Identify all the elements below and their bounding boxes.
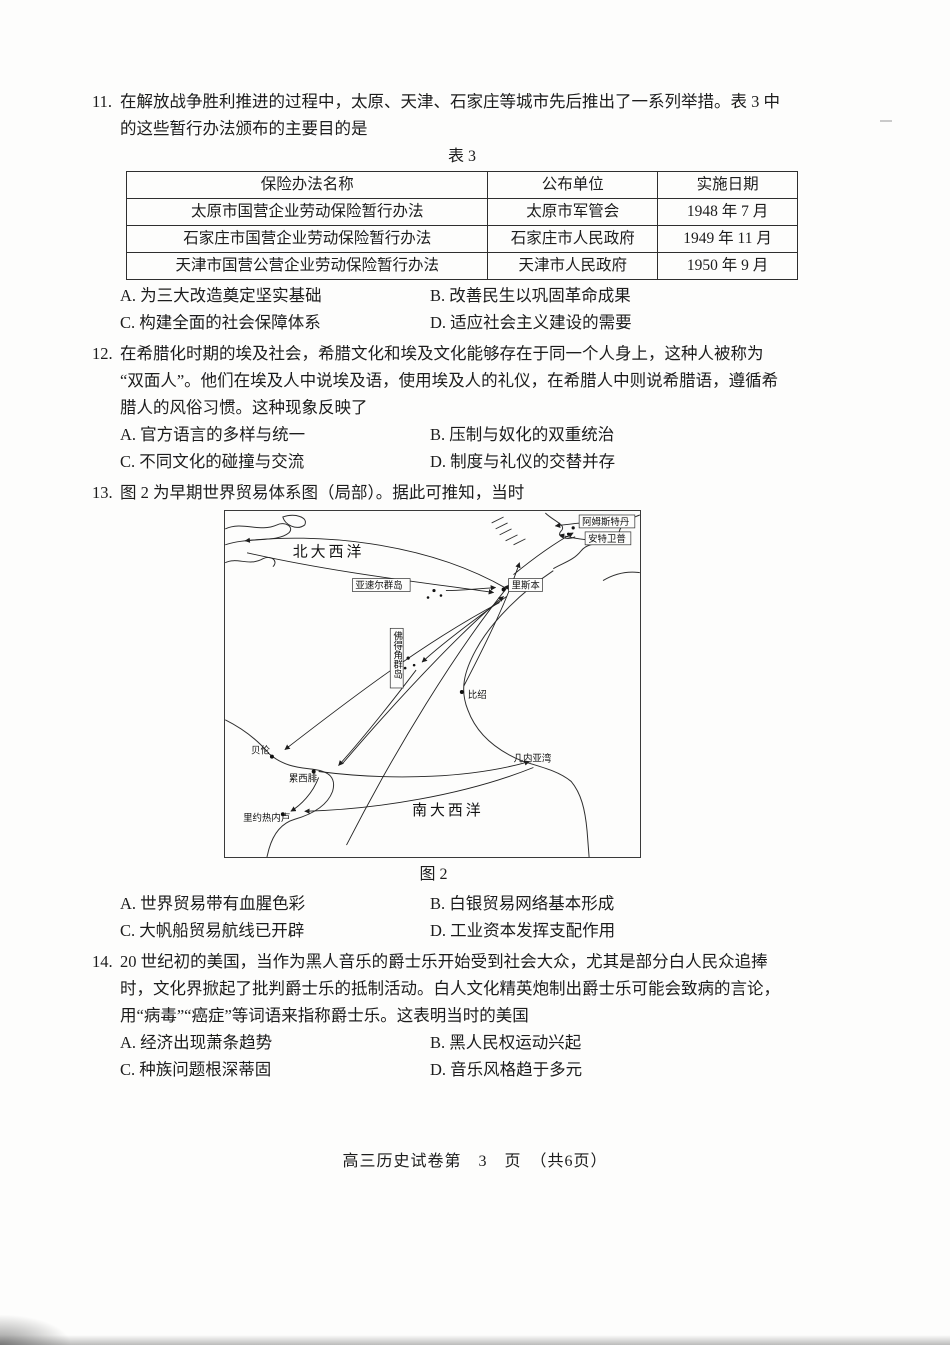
option-d: D. 工业资本发挥支配作用 [430, 921, 616, 940]
table-caption: 表 3 [447, 148, 476, 165]
label-bissau: 比绍 [468, 689, 487, 701]
insurance-measures-table: 保险办法名称 公布单位 实施日期 太原市国营企业劳动保险暂行办法 太原市军管会 … [125, 171, 798, 280]
label-belem: 贝伦 [251, 745, 270, 757]
port-dots [269, 526, 575, 817]
question-stem-line: 在解放战争胜利推进的过程中，太原、天津、石家庄等城市先后推出了一系列举措。表 3… [120, 92, 780, 111]
table-row: 石家庄市国营企业劳动保险暂行办法 石家庄市人民政府 1949 年 11 月 [125, 225, 798, 253]
question-stem-line: 时，文化界掀起了批判爵士乐的抵制活动。白人文化精英炮制出爵士乐可能会致病的言论， [120, 979, 780, 998]
option-a: A. 官方语言的多样与统一 [120, 425, 306, 444]
question-number: 13. [92, 483, 113, 502]
early-world-trade-map: 阿姆斯特丹 安特卫普 里斯本 亚速尔群岛 佛得角群岛 比绍 贝伦 累西腓 里约热… [224, 510, 641, 858]
option-d: D. 制度与礼仪的交替并存 [430, 452, 616, 471]
option-c: C. 不同文化的碰撞与交流 [120, 452, 305, 471]
table-cell: 太原市国营企业劳动保险暂行办法 [125, 198, 489, 226]
column-header: 公布单位 [487, 171, 659, 199]
question-stem-line: “双面人”。他们在埃及人中说埃及语，使用埃及人的礼仪，在希腊人中则说希腊语，遵循… [120, 371, 779, 390]
options-row: A. 为三大改造奠定坚实基础 B. 改善民生以巩固革命成果 [120, 282, 860, 309]
table-cell: 太原市军管会 [487, 198, 659, 226]
option-d: D. 适应社会主义建设的需要 [430, 313, 632, 332]
label-rio: 里约热内卢 [243, 812, 290, 824]
question-number: 14. [92, 952, 113, 971]
question-stem-line: 用“病毒”“癌症”等词语来指称爵士乐。这表明当时的美国 [120, 1006, 529, 1025]
options-row: C. 构建全面的社会保障体系 D. 适应社会主义建设的需要 [120, 309, 860, 336]
label-north-atlantic: 北大西洋 [293, 544, 365, 561]
label-cape-verde: 佛得角群岛 [391, 631, 403, 680]
question-stem-line: 在希腊化时期的埃及社会，希腊文化和埃及文化能够存在于同一个人身上，这种人被称为 [120, 344, 764, 363]
option-b: B. 白银贸易网络基本形成 [430, 894, 615, 913]
label-amsterdam: 阿姆斯特丹 [582, 516, 629, 528]
figure-caption: 图 2 [419, 866, 448, 883]
column-header: 实施日期 [657, 171, 798, 199]
table-cell: 石家庄市人民政府 [487, 225, 659, 253]
label-south-atlantic: 南大西洋 [412, 802, 484, 819]
option-c: C. 种族问题根深蒂固 [120, 1060, 272, 1079]
map-labels: 阿姆斯特丹 安特卫普 里斯本 亚速尔群岛 佛得角群岛 比绍 贝伦 累西腓 里约热… [243, 514, 636, 824]
question-number: 11. [92, 92, 113, 111]
option-b: B. 压制与奴化的双重统治 [430, 425, 615, 444]
question-stem-line: 的这些暂行办法颁布的主要目的是 [120, 119, 368, 138]
table-cell: 1950 年 9 月 [657, 252, 798, 280]
option-a: A. 为三大改造奠定坚实基础 [120, 286, 322, 305]
options-row: C. 大帆船贸易航线已开辟 D. 工业资本发挥支配作用 [120, 917, 860, 944]
options-row: C. 种族问题根深蒂固 D. 音乐风格趋于多元 [120, 1056, 860, 1083]
page-footer: 高三历史试卷第 3 页 （共6页） [342, 1153, 608, 1170]
options-row: A. 官方语言的多样与统一 B. 压制与奴化的双重统治 [120, 421, 860, 448]
label-antwerp: 安特卫普 [588, 533, 626, 545]
question-12: 12. 在希腊化时期的埃及社会，希腊文化和埃及文化能够存在于同一个人身上，这种人… [92, 340, 860, 475]
europe-hatching [491, 516, 526, 546]
question-stem-line: 20 世纪初的美国，当作为黑人音乐的爵士乐开始受到社会大众，尤其是部分白人民众追… [120, 952, 768, 971]
label-recife: 累西腓 [289, 773, 318, 784]
table-cell: 天津市国营公营企业劳动保险暂行办法 [125, 252, 489, 280]
options-row: A. 经济出现萧条趋势 B. 黑人民权运动兴起 [120, 1029, 860, 1056]
question-14: 14. 20 世纪初的美国，当作为黑人音乐的爵士乐开始受到社会大众，尤其是部分白… [92, 948, 860, 1083]
options-row: A. 世界贸易带有血腥色彩 B. 白银贸易网络基本形成 [120, 890, 860, 917]
option-c: C. 构建全面的社会保障体系 [120, 313, 321, 332]
question-number: 12. [92, 344, 113, 363]
trade-route-arrows [244, 532, 574, 846]
table-cell: 石家庄市国营企业劳动保险暂行办法 [125, 225, 489, 253]
option-c: C. 大帆船贸易航线已开辟 [120, 921, 305, 940]
page-content: 11. 在解放战争胜利推进的过程中，太原、天津、石家庄等城市先后推出了一系列举措… [92, 88, 860, 1087]
label-azores: 亚速尔群岛 [355, 580, 402, 592]
table-row: 太原市国营企业劳动保险暂行办法 太原市军管会 1948 年 7 月 [125, 198, 798, 226]
table-cell: 天津市人民政府 [487, 252, 659, 280]
option-a: A. 世界贸易带有血腥色彩 [120, 894, 306, 913]
options-row: C. 不同文化的碰撞与交流 D. 制度与礼仪的交替并存 [120, 448, 860, 475]
column-header: 保险办法名称 [125, 171, 489, 199]
option-b: B. 黑人民权运动兴起 [430, 1033, 582, 1052]
table-header-row: 保险办法名称 公布单位 实施日期 [125, 171, 798, 199]
table-cell: 1948 年 7 月 [657, 198, 798, 226]
question-13: 13. 图 2 为早期世界贸易体系图（局部）。据此可推知，当时 [92, 479, 860, 944]
question-stem-line: 图 2 为早期世界贸易体系图（局部）。据此可推知，当时 [120, 483, 525, 502]
scan-corner-smudge [0, 1315, 70, 1345]
table-row: 天津市国营公营企业劳动保险暂行办法 天津市人民政府 1950 年 9 月 [125, 252, 798, 280]
option-a: A. 经济出现萧条趋势 [120, 1033, 273, 1052]
option-d: D. 音乐风格趋于多元 [430, 1060, 583, 1079]
option-b: B. 改善民生以巩固革命成果 [430, 286, 631, 305]
label-gulf-of-guinea: 几内亚湾 [514, 753, 552, 765]
label-lisbon: 里斯本 [512, 580, 541, 592]
question-stem-line: 腊人的风俗习惯。这种现象反映了 [120, 398, 368, 417]
table-cell: 1949 年 11 月 [657, 225, 798, 253]
question-11: 11. 在解放战争胜利推进的过程中，太原、天津、石家庄等城市先后推出了一系列举措… [92, 88, 860, 336]
scan-artifact-mark [880, 120, 892, 122]
scan-bottom-shadow [0, 1335, 950, 1345]
trade-map-figure: 阿姆斯特丹 安特卫普 里斯本 亚速尔群岛 佛得角群岛 比绍 贝伦 累西腓 里约热… [224, 510, 643, 888]
label-leader-arrows [554, 522, 588, 541]
